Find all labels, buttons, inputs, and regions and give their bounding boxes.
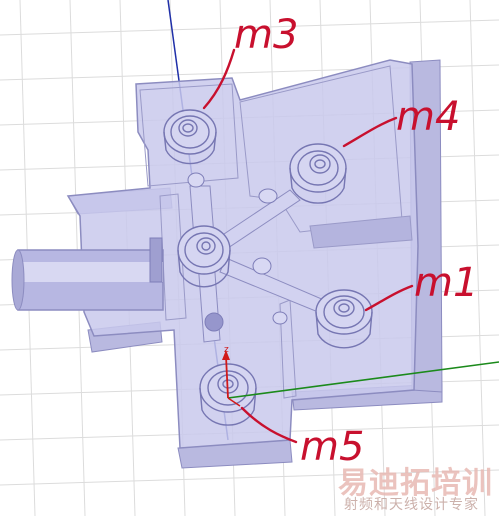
annotation-m1: m1	[414, 260, 478, 306]
annotation-m5: m5	[300, 424, 364, 470]
watermark-subtitle: 射频和天线设计专家	[344, 497, 479, 513]
resonator-m4[interactable]	[289, 143, 347, 204]
resonator-m3[interactable]	[163, 109, 217, 165]
resonator-center[interactable]	[177, 225, 231, 288]
resonator-m1[interactable]	[315, 289, 373, 349]
watermark-title: 易迪拓培训	[338, 466, 493, 501]
tuning-holes	[187, 172, 288, 332]
annotation-leaders	[202, 48, 414, 444]
annotation-m3: m3	[234, 12, 298, 58]
input-connector[interactable]	[11, 237, 164, 311]
annotation-m4: m4	[396, 94, 460, 140]
z-axis-label: z	[224, 345, 229, 355]
cavity-outlines	[139, 65, 413, 399]
xyz-axis-triad-icon: z	[222, 345, 499, 407]
